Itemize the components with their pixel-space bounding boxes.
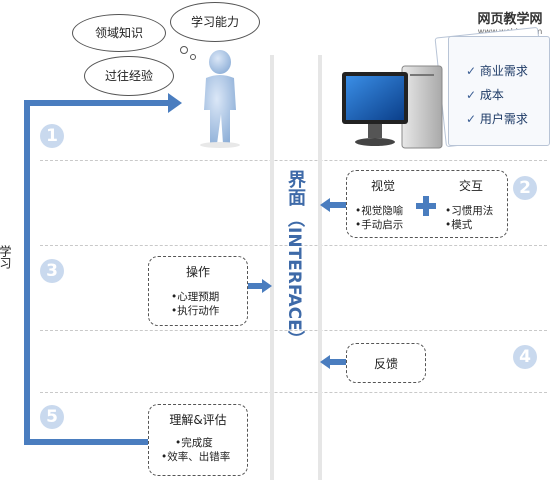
box-understand-evaluate: 理解&评估 •完成度 •效率、出错率 <box>148 404 248 476</box>
interaction-item-2: •模式 <box>445 219 473 231</box>
bubble-domain-knowledge: 领域知识 <box>72 14 166 52</box>
learning-loop-bottom <box>24 439 150 445</box>
computer-icon <box>342 65 443 149</box>
arrow-left-from-visual <box>320 198 346 212</box>
visual-title: 视觉 <box>371 179 396 193</box>
check-icon: ✓ <box>466 112 477 126</box>
divider-4 <box>40 392 547 393</box>
paper-sheet-front <box>448 36 550 146</box>
understand-item-2: •效率、出错率 <box>161 451 231 463</box>
arrow-right-to-interface <box>248 279 272 293</box>
operation-item-2: •执行动作 <box>171 305 220 317</box>
feedback-title: 反馈 <box>373 357 398 371</box>
requirement-item-2: ✓ 成本 <box>466 86 504 103</box>
requirement-item-1: ✓ 商业需求 <box>466 62 528 79</box>
box-operation: 操作 •心理预期 •执行动作 <box>148 256 248 326</box>
interaction-item-1: •习惯用法 <box>445 205 494 217</box>
check-icon: ✓ <box>466 64 477 78</box>
learning-loop-vertical <box>24 100 30 445</box>
operation-item-1: •心理预期 <box>171 291 220 303</box>
step-badge-4: 4 <box>513 345 537 369</box>
interface-label: 界面 （INTERFACE） <box>282 170 306 348</box>
bubble-learning-ability-text: 学习能力 <box>190 15 239 29</box>
step-badge-5: 5 <box>40 405 64 429</box>
interface-line-right <box>318 55 322 480</box>
person-icon <box>200 50 240 148</box>
requirement-text-2: 成本 <box>479 88 504 102</box>
bubble-domain-knowledge-text: 领域知识 <box>94 26 143 40</box>
watermark-title: 网页教学网 <box>477 12 543 27</box>
visual-item-2: •手动启示 <box>355 219 404 231</box>
learning-arrow-head <box>168 93 182 113</box>
thought-dot-1 <box>180 46 188 54</box>
bubble-past-experience: 过往经验 <box>84 56 174 96</box>
understand-item-1: •完成度 <box>175 437 213 449</box>
step-badge-3: 3 <box>40 259 64 283</box>
requirement-text-3: 用户需求 <box>479 112 528 126</box>
box-feedback: 反馈 <box>346 343 426 383</box>
divider-3 <box>40 330 547 331</box>
step-badge-1: 1 <box>40 124 64 148</box>
interface-label-cn: 界面 <box>285 170 306 206</box>
box-visual-interaction: 视觉 交互 •视觉隐喻 •手动启示 •习惯用法 •模式 <box>346 170 508 238</box>
requirement-item-3: ✓ 用户需求 <box>466 110 528 127</box>
requirement-text-1: 商业需求 <box>479 64 528 78</box>
divider-2 <box>40 245 547 246</box>
bubble-learning-ability: 学习能力 <box>170 2 260 42</box>
visual-item-1: •视觉隐喻 <box>355 205 404 217</box>
step-badge-2: 2 <box>513 176 537 200</box>
operation-title: 操作 <box>185 265 210 279</box>
bubble-past-experience-text: 过往经验 <box>104 69 153 83</box>
interface-line-left <box>270 55 274 480</box>
check-icon: ✓ <box>466 88 477 102</box>
thought-dot-2 <box>190 54 196 60</box>
arrow-left-from-feedback <box>320 355 346 369</box>
plus-icon <box>416 196 436 216</box>
interaction-title: 交互 <box>459 179 484 193</box>
divider-1 <box>40 160 547 161</box>
interface-label-en: （INTERFACE） <box>284 210 304 348</box>
understand-title: 理解&评估 <box>169 413 227 427</box>
learning-label: 学习 <box>0 245 12 269</box>
learning-loop-top <box>24 100 174 106</box>
